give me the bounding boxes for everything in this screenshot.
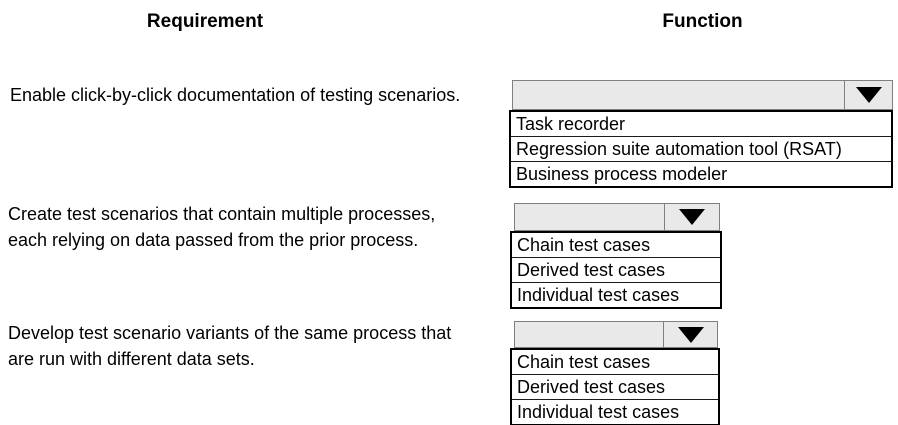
dropdown-select-1[interactable] <box>512 80 893 110</box>
column-header-requirement: Requirement <box>146 11 264 32</box>
dropdown-select-1-value <box>513 81 844 109</box>
requirement-text-1-line-1: Enable click-by-click documentation of t… <box>10 85 461 105</box>
caret-down-icon <box>679 209 705 225</box>
dropdown-select-2[interactable] <box>514 203 720 231</box>
dropdown-select-3-value <box>515 322 663 347</box>
column-header-function: Function <box>662 11 743 32</box>
requirement-text-1: Enable click-by-click documentation of t… <box>10 82 460 108</box>
dropdown-option[interactable]: Task recorder <box>516 114 626 134</box>
dropdown-options-list-1: Task recorder Regression suite automatio… <box>509 110 893 188</box>
requirement-text-3-line-1: Develop test scenario variants of the sa… <box>8 323 452 343</box>
dropdown-option[interactable]: Chain test cases <box>517 352 651 372</box>
dropdown-option[interactable]: Individual test cases <box>512 282 720 307</box>
requirement-text-3: Develop test scenario variants of the sa… <box>8 320 451 372</box>
dropdown-option[interactable]: Business process modeler <box>511 161 891 186</box>
dropdown-arrow-button-3[interactable] <box>663 322 717 347</box>
dropdown-options-list-2: Chain test cases Derived test cases Indi… <box>510 231 722 309</box>
dropdown-options-list-3: Chain test cases Derived test cases Indi… <box>510 348 720 425</box>
dropdown-option[interactable]: Derived test cases <box>512 374 718 399</box>
caret-down-icon <box>855 87 882 103</box>
requirement-text-2-line-1: Create test scenarios that contain multi… <box>8 204 436 224</box>
requirement-text-3-line-2: are run with different data sets. <box>8 349 255 369</box>
requirement-text-2-line-2: each relying on data passed from the pri… <box>8 230 419 250</box>
dropdown-option[interactable]: Regression suite automation tool (RSAT) <box>511 136 891 161</box>
requirement-text-2: Create test scenarios that contain multi… <box>8 201 435 253</box>
dropdown-arrow-button-1[interactable] <box>844 81 892 109</box>
caret-down-icon <box>677 326 704 343</box>
dropdown-select-2-value <box>515 204 664 230</box>
dropdown-option[interactable]: Individual test cases <box>512 399 718 424</box>
dropdown-arrow-button-2[interactable] <box>664 204 719 230</box>
dropdown-select-3[interactable] <box>514 321 718 348</box>
dropdown-option[interactable]: Derived test cases <box>512 257 720 282</box>
dropdown-option[interactable]: Chain test cases <box>517 235 651 255</box>
